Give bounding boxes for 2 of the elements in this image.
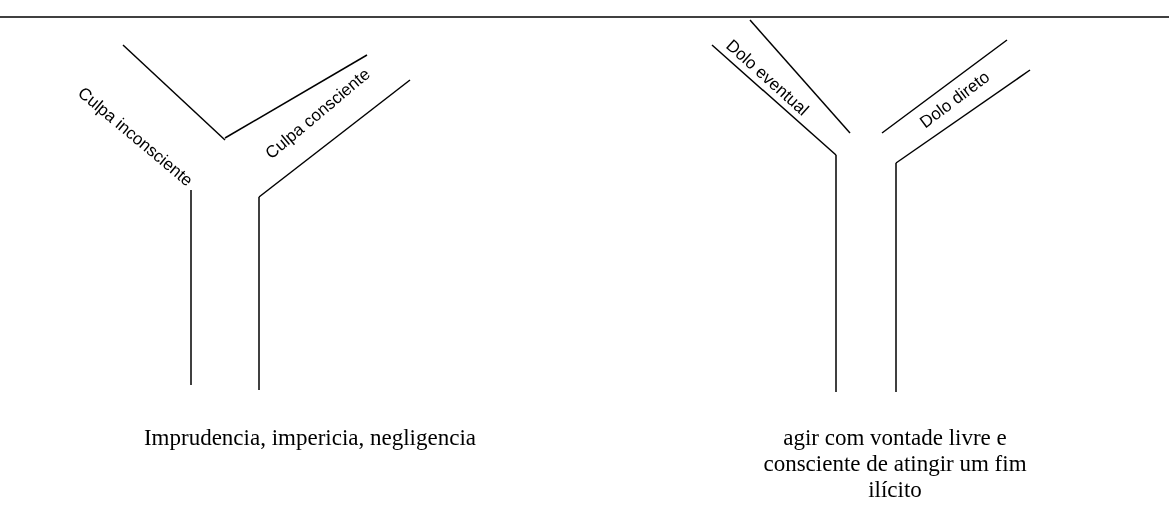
caption-text: agir com vontade livre e consciente de atingir um fim ilícito: [762, 425, 1028, 503]
caption-text: Imprudencia, impericia, negligencia: [142, 425, 478, 451]
